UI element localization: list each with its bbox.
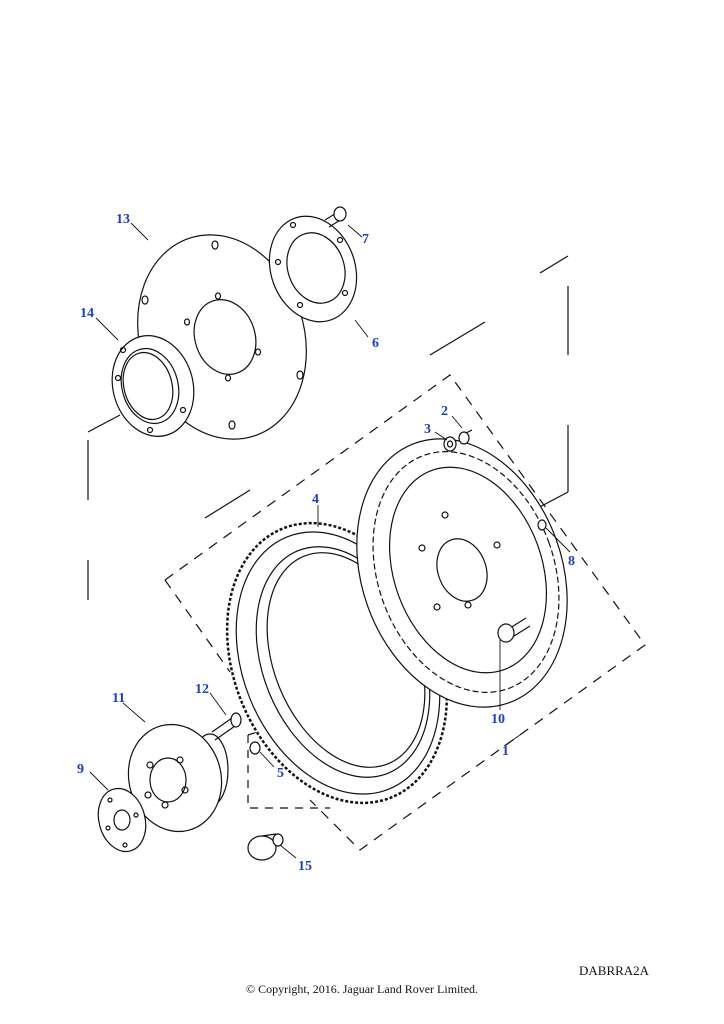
bolt-part-10 [497,617,531,643]
callout-15: 15 [298,859,312,874]
callout-labels: 1 2 3 4 5 6 7 8 9 10 11 12 13 14 15 [77,212,575,874]
callout-12: 12 [195,682,209,697]
callout-1: 1 [502,744,509,759]
callout-7: 7 [362,232,369,247]
upper-group-guides [87,255,569,600]
callout-14: 14 [80,306,94,321]
copyright-notice: © Copyright, 2016. Jaguar Land Rover Lim… [245,982,479,996]
ring-gear-group-guide [164,374,646,851]
drive-plate-part-1 [356,438,568,708]
washer-part-3 [443,436,457,452]
bolt-part-7 [324,206,347,228]
spacer-ring-part-14 [111,335,195,437]
leader-lines [89,222,571,859]
spigot-bush-part-15 [247,833,284,861]
spacer-part-9 [97,787,147,853]
callout-9: 9 [77,762,84,777]
callout-5: 5 [277,766,284,781]
adaptor-hub-part-11 [127,723,229,833]
callout-2: 2 [441,404,448,419]
callout-13: 13 [116,212,130,227]
callout-8: 8 [568,554,575,569]
callout-3: 3 [424,422,431,437]
dowel-part-5 [249,741,261,755]
callout-11: 11 [112,691,125,706]
diagram-reference-code: DABRRA2A [579,963,650,978]
callout-6: 6 [372,336,379,351]
bolt-part-12 [211,712,242,741]
bolt-part-8 [537,519,547,531]
callout-4: 4 [312,492,319,507]
washer-plate-part-6 [268,215,358,323]
callout-10: 10 [491,712,505,727]
bolt-part-2 [458,429,473,445]
